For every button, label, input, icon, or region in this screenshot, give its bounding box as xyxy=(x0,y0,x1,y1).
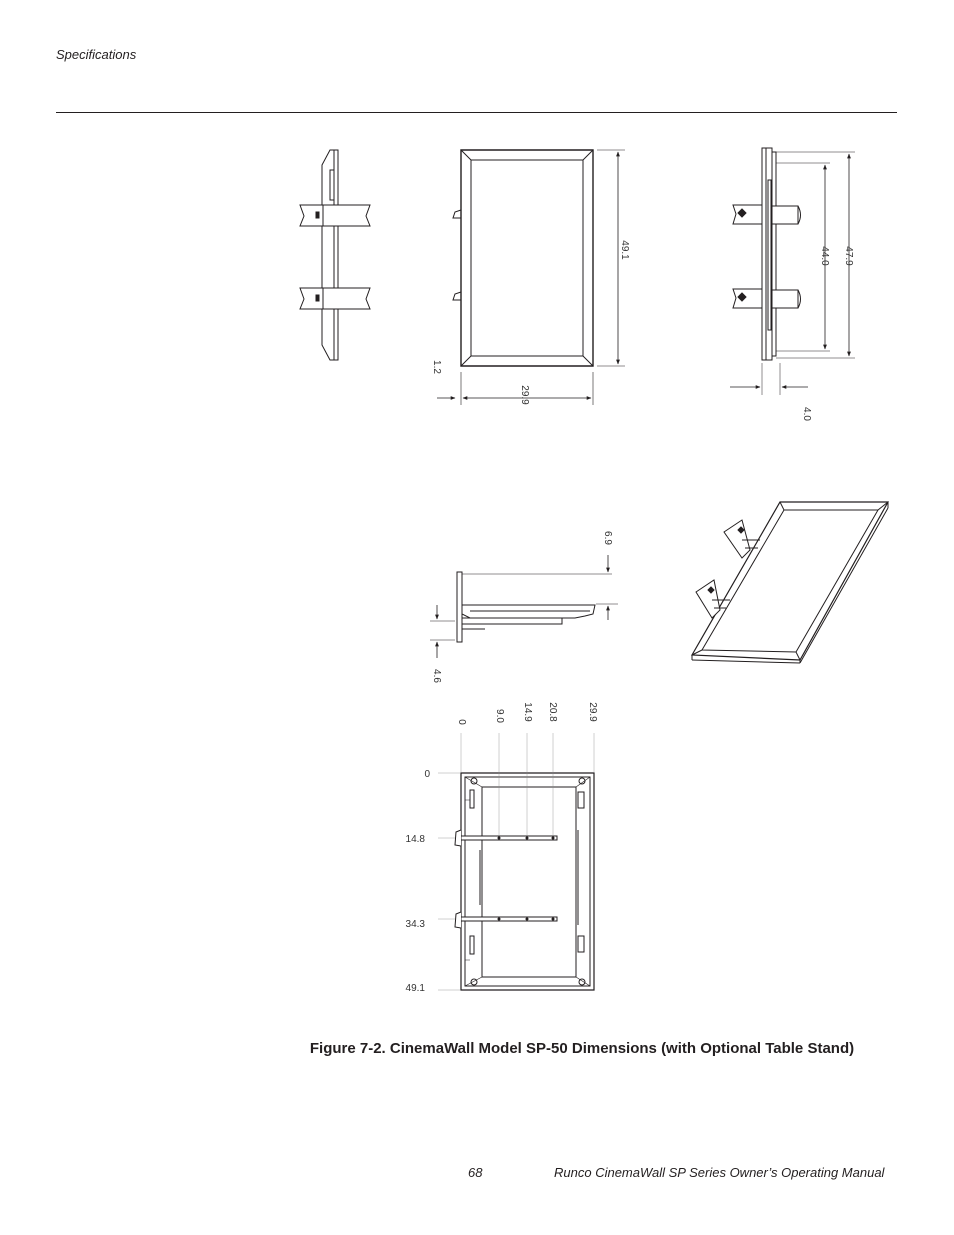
dim-side-depth: 4.0 xyxy=(801,407,812,421)
dim-top-depth: 6.9 xyxy=(602,531,613,545)
rear-view xyxy=(438,733,594,990)
rear-x-mark-2: 14.9 xyxy=(522,702,533,722)
dim-front-height: 49.1 xyxy=(619,240,630,260)
dim-front-bezel: 1.2 xyxy=(431,360,442,374)
rear-x-mark-3: 20.8 xyxy=(547,702,558,722)
rear-y-mark-2: 34.3 xyxy=(406,919,426,930)
dim-bottom-depth: 4.6 xyxy=(431,669,442,683)
top-view xyxy=(430,555,618,658)
dim-side-outer-height: 47.9 xyxy=(843,246,854,266)
dimension-drawings: 49.1 29.9 1.2 44.0 47.9 4.0 xyxy=(0,0,954,994)
page-number: 68 xyxy=(468,1165,483,1180)
rear-y-mark-3: 49.1 xyxy=(406,983,426,994)
rear-y-mark-1: 14.8 xyxy=(406,834,426,845)
rear-x-mark-0: 0 xyxy=(456,719,467,725)
dim-front-width: 29.9 xyxy=(519,385,530,405)
section-header: Specifications xyxy=(56,47,137,62)
dim-side-inner-height: 44.0 xyxy=(819,246,830,266)
header-divider xyxy=(56,112,897,113)
figure-caption: Figure 7-2. CinemaWall Model SP-50 Dimen… xyxy=(309,1040,855,1057)
isometric-view xyxy=(692,502,888,663)
side-profile-left xyxy=(300,150,370,360)
rear-x-mark-1: 9.0 xyxy=(494,709,505,723)
manual-title: Runco CinemaWall SP Series Owner’s Opera… xyxy=(554,1165,885,1180)
side-view-right xyxy=(730,148,855,395)
front-view xyxy=(437,150,625,405)
rear-x-mark-4: 29.9 xyxy=(587,702,598,722)
rear-y-mark-0: 0 xyxy=(424,769,430,780)
